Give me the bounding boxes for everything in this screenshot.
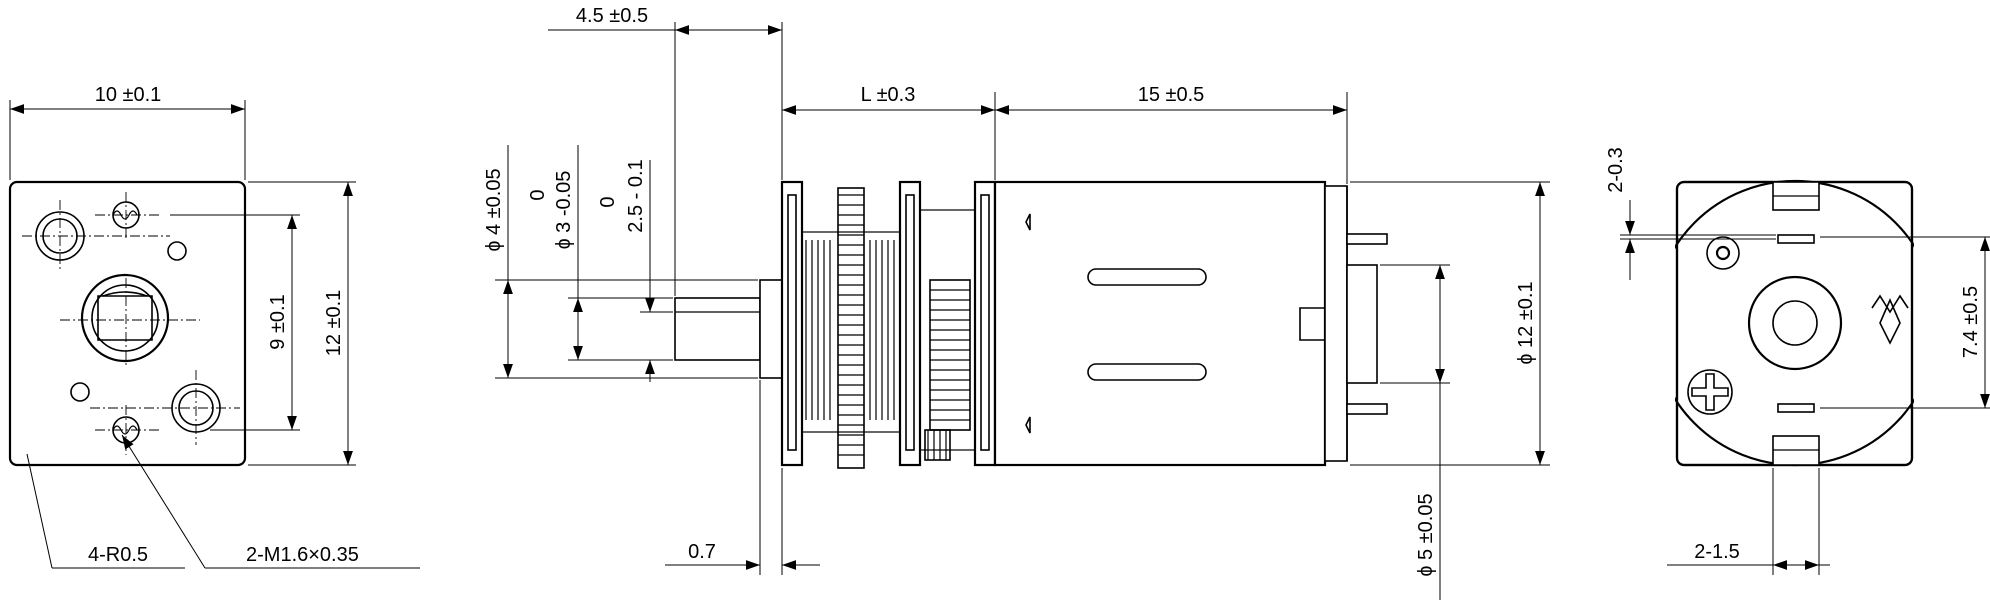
front-height-dim: 12 ±0.1 (323, 290, 345, 357)
terminal-width-dim: 2-1.5 (1694, 541, 1740, 563)
output-shaft (674, 297, 761, 361)
boss-dia-dim: ɸ 4 ±0.05 (483, 168, 505, 251)
motor-length-dim: 15 ±0.5 (1138, 84, 1205, 106)
rear-plate-outline (1675, 180, 1914, 467)
flat-tol-upper: 0 (597, 196, 619, 207)
shaft-length-dim: 4.5 ±0.5 (576, 5, 648, 27)
polarity-mark (1871, 294, 1909, 345)
thread-callout: 2-M1.6×0.35 (246, 544, 359, 566)
motor-end-cap (1651, 179, 1939, 467)
rear-bearing-boss (1747, 275, 1843, 371)
rear-plate-outline-edge (1675, 180, 1914, 467)
terminal-upper (1346, 233, 1388, 245)
output-shaft-bore (80, 273, 170, 363)
motor-can (993, 180, 1327, 467)
rear-boss-dia-dim: ɸ 5 ±0.05 (1415, 493, 1437, 576)
motor-slot-upper (1087, 268, 1207, 286)
mount-hole-bottom-right (171, 383, 221, 433)
rear-view: 2-0.3 7.4 ±0.5 2-1.5 (1605, 147, 1990, 575)
corner-radius-callout: 4-R0.5 (88, 544, 148, 566)
gearbox-length-dim: L ±0.3 (861, 84, 916, 106)
rear-boss (1346, 264, 1378, 384)
side-view: 4.5 ±0.5 L ±0.3 15 ±0.5 ɸ 4 ±0.05 0 ɸ 3 … (483, 5, 1550, 600)
gearbox-plate-rear (973, 180, 997, 467)
motor-dia-dim: ɸ 12 ±0.1 (1515, 281, 1537, 364)
gear-train-stage-2 (919, 209, 976, 461)
gearbox-plate-front (780, 180, 804, 467)
shaft-dia-tol-upper: 0 (527, 189, 549, 200)
rear-screw (1687, 369, 1733, 415)
gear-train-stage-1 (801, 187, 901, 469)
terminal-thickness-dim: 2-0.3 (1605, 147, 1627, 193)
gearbox-plate-middle (898, 180, 922, 467)
shaft-dia-dim: ɸ 3 -0.05 (553, 171, 575, 250)
mount-hole-top-left (35, 211, 85, 261)
front-plate-outline (8, 180, 247, 467)
boss-height-dim: 0.7 (688, 541, 716, 563)
front-view: 10 ±0.1 9 ±0.1 12 ±0.1 4-R0.5 2-M1.6×0.3… (8, 84, 420, 569)
flat-dim: 2.5 - 0.1 (625, 159, 647, 232)
terminal-spacing-dim: 7.4 ±0.5 (1960, 286, 1982, 358)
terminal-lower (1346, 403, 1388, 415)
front-hole-spacing-dim: 9 ±0.1 (267, 294, 289, 349)
front-width-dim: 10 ±0.1 (95, 84, 162, 106)
motor-slot-lower (1087, 363, 1207, 381)
